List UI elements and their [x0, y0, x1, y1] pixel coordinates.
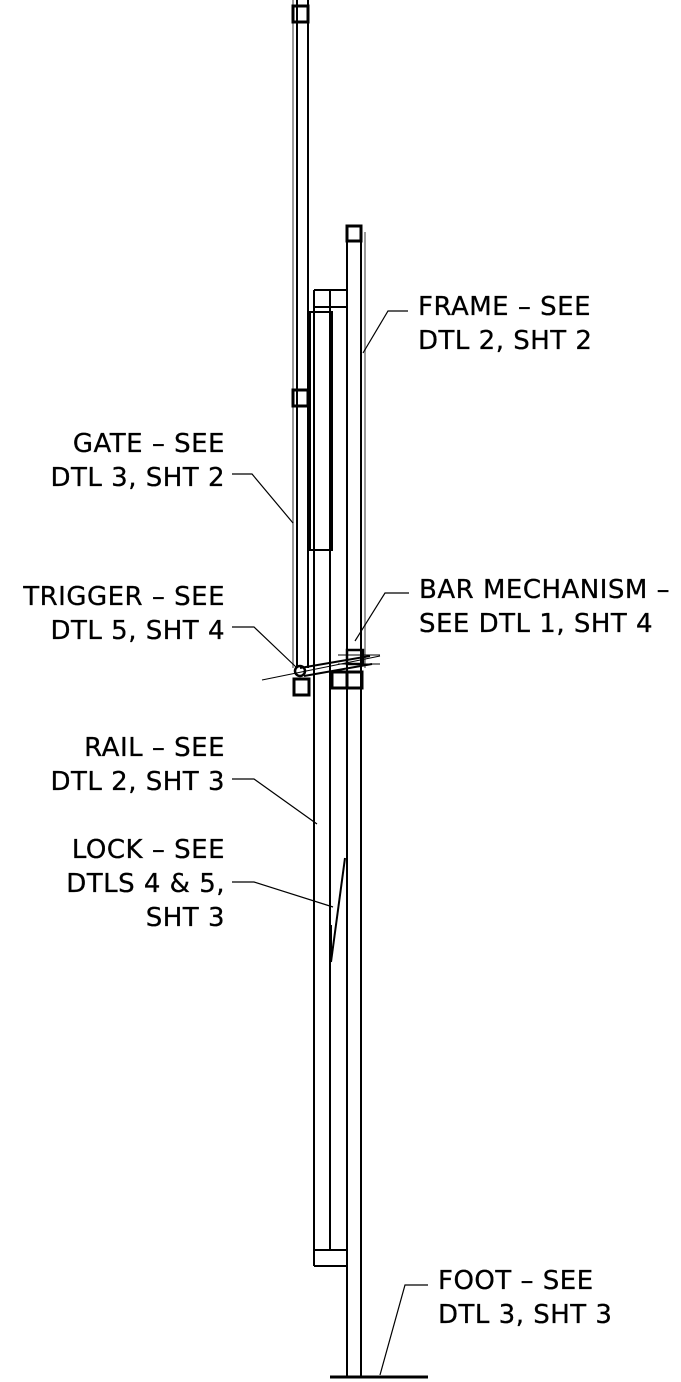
frame-post — [347, 226, 365, 1377]
bar-mechanism-callout-line2: SEE DTL 1, SHT 4 — [419, 609, 654, 639]
rail-callout: RAIL – SEE DTL 2, SHT 3 — [50, 731, 225, 799]
rail-callout-line2: DTL 2, SHT 3 — [50, 767, 225, 797]
gate-top-connector — [293, 6, 308, 22]
trigger-pivot-icon — [295, 666, 305, 676]
gate-panel — [310, 312, 332, 550]
gate-mid-connector — [293, 390, 308, 406]
frame-callout-line2: DTL 2, SHT 2 — [418, 326, 593, 356]
frame-top-connector — [347, 226, 361, 241]
frame-callout: FRAME – SEE DTL 2, SHT 2 — [418, 290, 592, 358]
gate-post — [293, 0, 309, 695]
trigger-callout-line2: DTL 5, SHT 4 — [50, 616, 225, 646]
bar-mechanism-callout-line1: BAR MECHANISM – — [419, 575, 671, 605]
foot-callout-line2: DTL 3, SHT 3 — [438, 1300, 613, 1330]
lock-callout-line2: DTLS 4 & 5, — [66, 869, 225, 899]
trigger-leader — [232, 627, 296, 667]
foot-callout-line1: FOOT – SEE — [438, 1266, 594, 1296]
frame-leader — [363, 311, 408, 353]
lock-callout-line1: LOCK – SEE — [71, 835, 225, 865]
rail — [310, 290, 347, 1266]
foot-leader — [380, 1285, 428, 1375]
trigger-callout: TRIGGER – SEE DTL 5, SHT 4 — [23, 580, 225, 648]
rail-callout-line1: RAIL – SEE — [84, 733, 225, 763]
frame-callout-line1: FRAME – SEE — [418, 292, 592, 322]
gate-callout-line2: DTL 3, SHT 2 — [50, 463, 225, 493]
bar-mechanism-callout: BAR MECHANISM – SEE DTL 1, SHT 4 — [419, 573, 670, 641]
lock-leader — [232, 882, 333, 907]
gate-callout-line1: GATE – SEE — [72, 429, 225, 459]
lock-callout: LOCK – SEE DTLS 4 & 5, SHT 3 — [66, 833, 225, 935]
bar-mechanism — [262, 650, 380, 688]
lock — [331, 858, 345, 962]
gate-bottom-connector — [294, 679, 309, 695]
gate-leader — [232, 474, 293, 523]
gate-callout: GATE – SEE DTL 3, SHT 2 — [50, 427, 225, 495]
bar-mechanism-leader — [355, 593, 409, 641]
lock-callout-line3: SHT 3 — [145, 903, 225, 933]
trigger-callout-line1: TRIGGER – SEE — [23, 582, 225, 612]
foot-callout: FOOT – SEE DTL 3, SHT 3 — [438, 1264, 612, 1332]
leader-lines — [232, 311, 428, 1375]
rail-leader — [232, 779, 317, 824]
